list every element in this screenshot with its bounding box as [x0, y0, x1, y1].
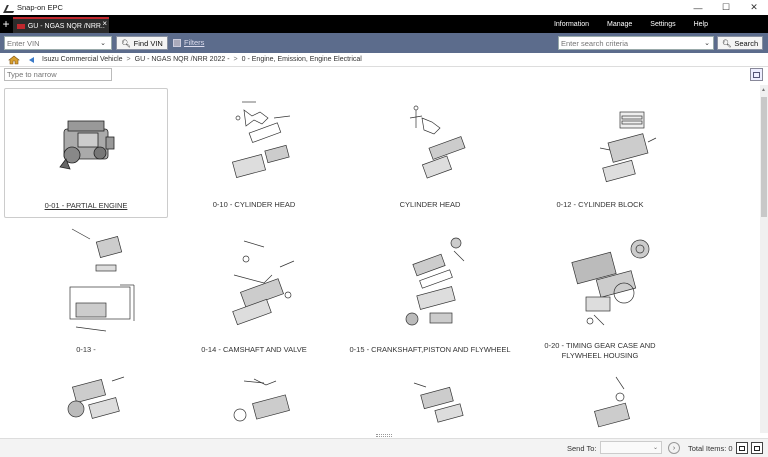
illustration-card[interactable]: 0-14 - CAMSHAFT AND VALVE — [172, 225, 336, 365]
intake-illustration-icon — [233, 378, 290, 422]
card-caption: 0-13 - — [76, 345, 96, 354]
window-titlebar: Snap-on EPC — ☐ ✕ — [0, 0, 768, 15]
send-to-label: Send To: — [567, 444, 597, 453]
breadcrumb-group[interactable]: 0 - Engine, Emission, Engine Electrical — [241, 56, 362, 63]
card-caption: 0-10 - CYLINDER HEAD — [212, 200, 296, 209]
search-label: Search — [734, 38, 759, 48]
filters-label: Filters — [184, 38, 205, 47]
chevron-down-icon: ⌄ — [652, 445, 658, 451]
search-bar: ⌄ 🔍︎ Find VIN Filters ⌄ 🔍︎ Search — [0, 33, 768, 53]
card-caption: 0-01 - PARTIAL ENGINE — [44, 201, 128, 210]
filters-toggle[interactable]: Filters — [173, 38, 204, 47]
tab-vehicle[interactable]: GU - NGAS NQR /NRR... × — [13, 17, 109, 33]
popout-window-button[interactable] — [751, 442, 763, 454]
card-caption: CYLINDER HEAD — [399, 200, 461, 209]
oil-pan-illustration-icon — [69, 228, 135, 332]
menu-help[interactable]: Help — [693, 20, 708, 28]
illustration-card[interactable] — [518, 373, 682, 433]
cylinder-head-illustration-icon — [409, 105, 466, 179]
timing-gear-illustration-icon — [571, 239, 650, 326]
engine-illustration-icon — [59, 120, 115, 170]
new-tab-button[interactable]: + — [2, 17, 10, 31]
illustration-card[interactable]: CYLINDER HEAD — [348, 88, 512, 218]
close-window-button[interactable]: ✕ — [750, 2, 758, 12]
view-toggle-button[interactable] — [750, 68, 763, 81]
crankshaft-illustration-icon — [405, 237, 465, 326]
breadcrumb-make[interactable]: Isuzu Commercial Vehicle — [42, 56, 123, 63]
illustration-card[interactable]: 0-15 - CRANKSHAFT,PISTON AND FLYWHEEL — [348, 225, 512, 365]
illustration-card[interactable]: 0-10 - CYLINDER HEAD — [172, 88, 336, 218]
snapon-logo-icon — [4, 3, 14, 13]
card-caption: 0-15 - CRANKSHAFT,PISTON AND FLYWHEEL — [349, 345, 511, 354]
narrow-input[interactable] — [5, 69, 109, 80]
vin-input[interactable] — [5, 37, 97, 49]
menu-settings[interactable]: Settings — [650, 20, 676, 28]
find-vin-button[interactable]: 🔍︎ Find VIN — [116, 36, 168, 50]
illustration-grid: 0-01 - PARTIAL ENGINE 0-10 - CYLINDER HE… — [0, 85, 760, 433]
illustration-card[interactable] — [348, 373, 512, 433]
illustration-card[interactable]: 0-20 - TIMING GEAR CASE AND FLYWHEEL HOU… — [518, 225, 682, 370]
back-arrow-icon[interactable] — [26, 55, 36, 65]
grid-view-icon — [753, 71, 760, 78]
vertical-scrollbar[interactable]: ▲ — [760, 85, 768, 433]
narrow-field — [4, 68, 112, 81]
window-title: Snap-on EPC — [17, 3, 63, 12]
arrow-right-icon: › — [672, 444, 676, 452]
status-bar — [0, 438, 768, 457]
send-go-button[interactable]: › — [668, 442, 680, 454]
illustration-card[interactable]: 0-01 - PARTIAL ENGINE — [4, 88, 168, 218]
card-caption: 0-14 - CAMSHAFT AND VALVE — [201, 345, 307, 354]
window-controls: — ☐ ✕ — [684, 0, 768, 15]
breadcrumb-separator-icon: > — [126, 56, 131, 63]
illustration-card[interactable]: 0-12 - CYLINDER BLOCK — [518, 88, 682, 218]
criteria-dropdown-icon[interactable]: ⌄ — [704, 40, 710, 47]
scrollbar-thumb[interactable] — [761, 97, 767, 217]
search-criteria-field: ⌄ — [558, 36, 714, 50]
card-caption: 0-12 - CYLINDER BLOCK — [556, 200, 644, 209]
vin-field: ⌄ — [4, 36, 112, 50]
find-vin-label: Find VIN — [133, 38, 163, 48]
illustration-card[interactable] — [4, 373, 168, 433]
menubar: + GU - NGAS NQR /NRR... × Information Ma… — [0, 15, 768, 33]
scroll-up-icon[interactable]: ▲ — [761, 87, 766, 93]
search-button[interactable]: 🔍︎ Search — [717, 36, 763, 50]
manifold-illustration-icon — [413, 382, 464, 423]
menu-manage[interactable]: Manage — [607, 20, 633, 28]
total-items: Total Items: 0 — [688, 444, 733, 453]
search-icon: 🔍︎ — [721, 38, 732, 48]
engine-assembly-illustration-icon — [67, 376, 125, 419]
search-icon: 🔍︎ — [121, 38, 131, 48]
home-icon[interactable] — [8, 55, 20, 65]
restore-window-button[interactable] — [736, 442, 748, 454]
search-criteria-input[interactable] — [559, 37, 701, 49]
maximize-button[interactable]: ☐ — [721, 2, 731, 12]
top-menu: Information Manage Settings Help — [536, 15, 708, 33]
minimize-button[interactable]: — — [693, 2, 703, 13]
vin-dropdown-icon[interactable]: ⌄ — [100, 40, 106, 47]
popout-icon — [754, 445, 760, 451]
cooling-illustration-icon — [594, 376, 630, 428]
card-caption: 0-20 - TIMING GEAR CASE AND FLYWHEEL HOU… — [544, 341, 656, 360]
breadcrumb-model[interactable]: GU - NGAS NQR /NRR 2022 - — [134, 56, 230, 63]
splitter-grip[interactable] — [376, 434, 392, 437]
menu-information[interactable]: Information — [553, 20, 589, 28]
filters-checkbox[interactable] — [173, 38, 181, 47]
send-to-select[interactable]: ⌄ — [600, 441, 662, 454]
illustration-card[interactable] — [172, 373, 336, 433]
cylinder-block-illustration-icon — [599, 111, 657, 183]
tab-label: GU - NGAS NQR /NRR... — [27, 22, 105, 30]
breadcrumb-separator-icon: > — [233, 56, 238, 63]
cylinder-head-illustration-icon — [232, 101, 291, 179]
illustration-card[interactable]: 0-13 - — [4, 225, 168, 365]
tab-flag-icon — [17, 23, 25, 29]
tab-close-button[interactable]: × — [102, 19, 107, 28]
restore-icon — [739, 445, 745, 451]
breadcrumb: Isuzu Commercial Vehicle > GU - NGAS NQR… — [0, 53, 768, 67]
camshaft-illustration-icon — [232, 240, 295, 326]
